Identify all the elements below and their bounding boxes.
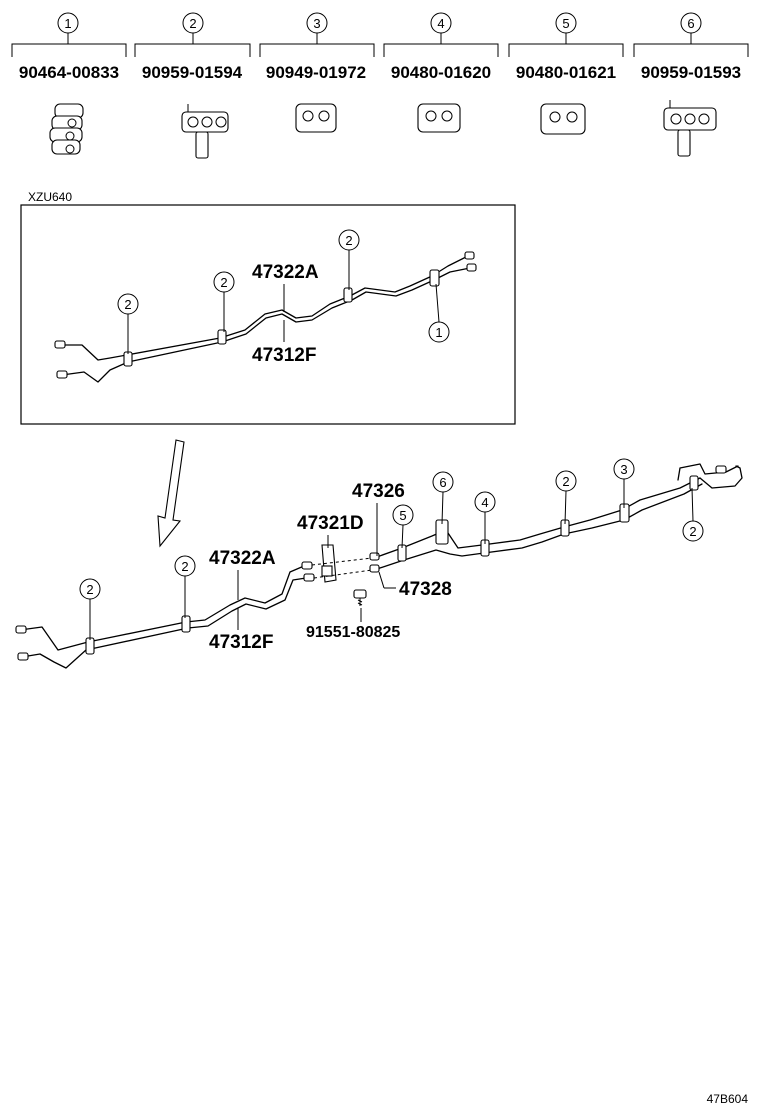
clamp-image-4 (417, 103, 461, 133)
header-partno-6: 90959-01593 (641, 63, 741, 82)
inset-callout-b: 2 (220, 275, 227, 290)
header-ref-2: 2 (189, 16, 196, 31)
main-callout-h: 2 (689, 524, 696, 539)
drawing-number: 47B604 (707, 1092, 749, 1106)
label-47312f: 47312F (209, 632, 273, 653)
inset-frame (20, 204, 516, 425)
header-ref-1: 1 (64, 16, 71, 31)
inset-pipes (54, 251, 477, 383)
header-partno-2: 90959-01594 (142, 63, 243, 82)
main-callout-f: 2 (562, 474, 569, 489)
main-callout-e: 4 (481, 495, 488, 510)
main-callout-c: 6 (439, 475, 446, 490)
label-47321d: 47321D (297, 513, 364, 534)
clamp-image-3 (295, 103, 337, 133)
header-part-6: 6 90959-01593 (633, 12, 749, 157)
header-part-4: 4 90480-01620 (383, 12, 499, 133)
inset-label-47312f: 47312F (252, 345, 316, 366)
inset-label-47322a: 47322A (252, 262, 319, 283)
label-47328: 47328 (399, 579, 452, 600)
header-ref-6: 6 (687, 16, 694, 31)
clamp-image-1 (49, 103, 84, 155)
header-partno-3: 90949-01972 (266, 63, 366, 82)
parts-header: 1 90464-00833 2 90959-01594 (11, 12, 749, 159)
main-callouts: 2 2 6 5 4 2 3 2 47326 47321D 47322A 4731… (79, 458, 704, 653)
label-47326: 47326 (352, 481, 405, 502)
header-partno-1: 90464-00833 (19, 63, 119, 82)
clamp-image-5 (540, 103, 586, 135)
header-part-2: 2 90959-01594 (134, 12, 251, 159)
header-ref-3: 3 (313, 16, 320, 31)
clamp-image-6 (663, 100, 717, 157)
header-part-1: 1 90464-00833 (11, 12, 127, 155)
label-47322a: 47322A (209, 548, 276, 569)
header-part-3: 3 90949-01972 (259, 12, 375, 133)
main-pipes (15, 463, 743, 669)
inset-callout-d: 1 (435, 325, 442, 340)
main-callout-a: 2 (86, 582, 93, 597)
header-ref-5: 5 (562, 16, 569, 31)
main-callout-b: 2 (181, 559, 188, 574)
inset-callouts: 2 2 2 1 47322A 47312F (117, 229, 450, 366)
header-part-5: 5 90480-01621 (508, 12, 624, 135)
header-ref-4: 4 (437, 16, 444, 31)
main-callout-d: 5 (399, 508, 406, 523)
view-arrow (157, 439, 185, 548)
clamp-image-2 (181, 104, 229, 159)
label-91551-80825: 91551-80825 (306, 624, 400, 641)
inset-callout-a: 2 (124, 297, 131, 312)
inset-callout-c: 2 (345, 233, 352, 248)
main-callout-g: 3 (620, 462, 627, 477)
header-partno-4: 90480-01620 (391, 63, 491, 82)
bolt-image (353, 589, 367, 606)
header-partno-5: 90480-01621 (516, 63, 616, 82)
model-code: XZU640 (28, 190, 72, 204)
